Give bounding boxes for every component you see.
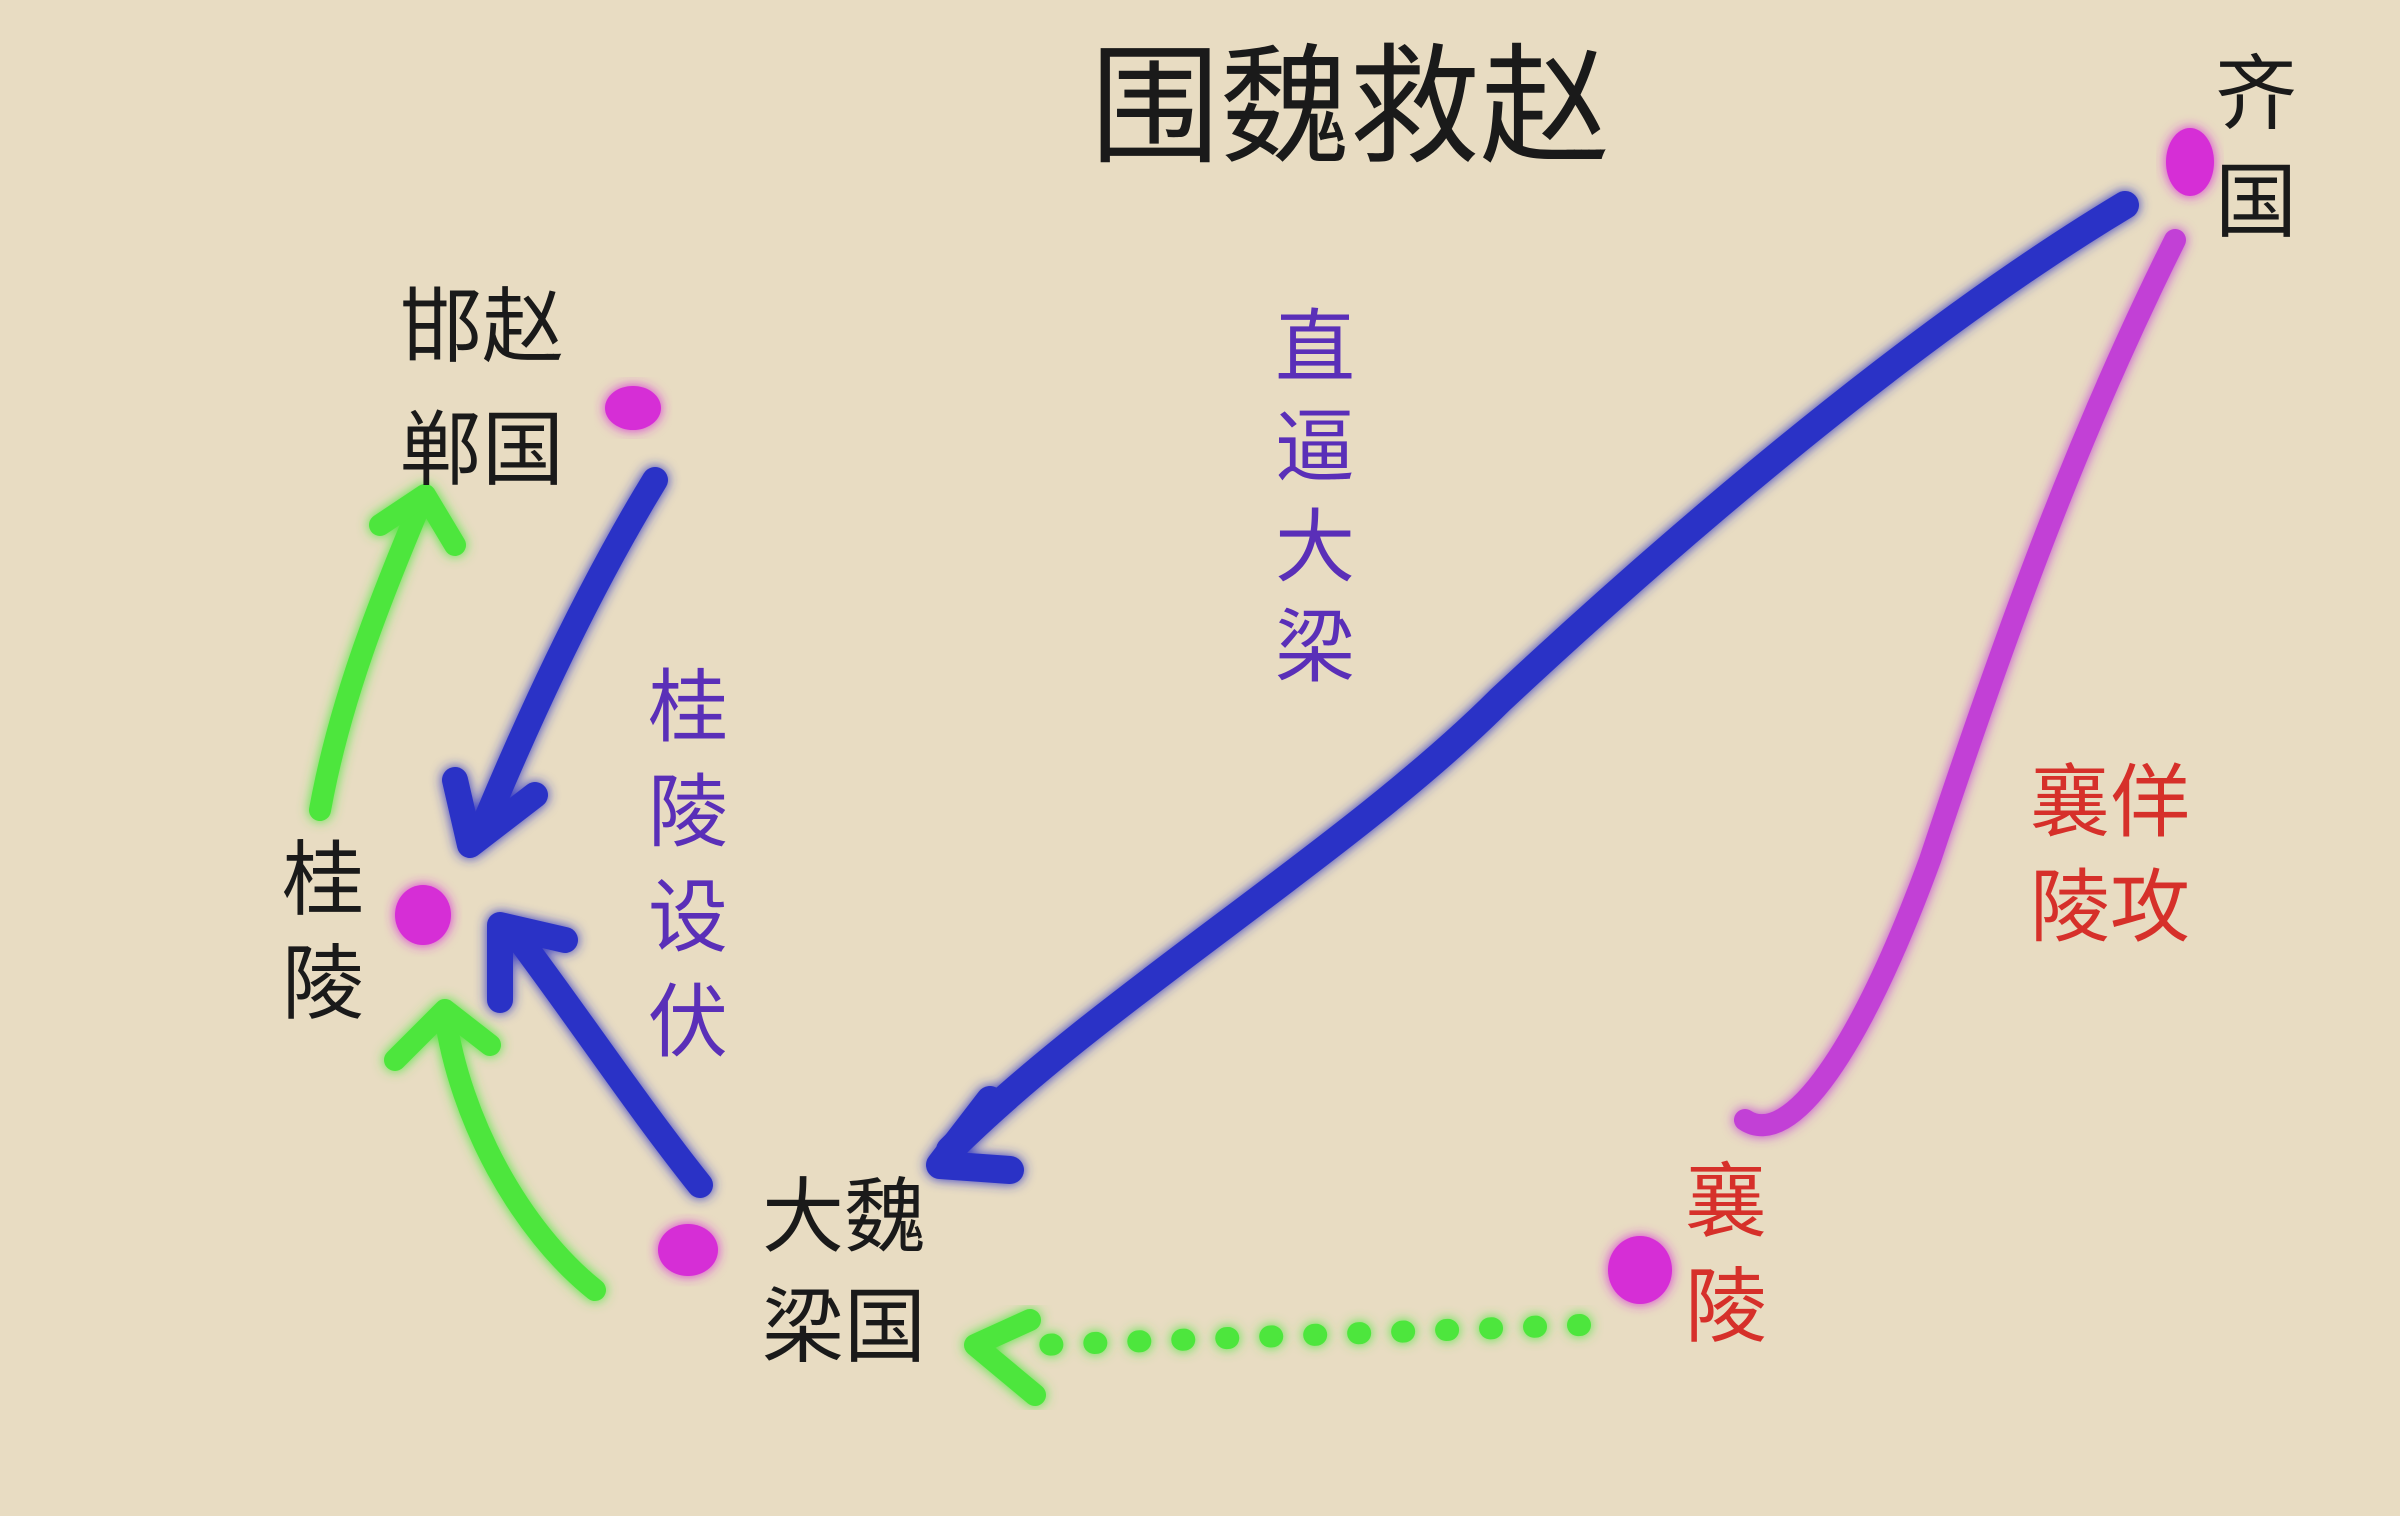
note-zhibi-daliang: 直 逼 大 梁 bbox=[1275, 301, 1355, 694]
handan-label-line2: 郸国 bbox=[400, 403, 564, 498]
guiling-label: 桂 陵 bbox=[282, 833, 364, 1032]
wei-return-arrow bbox=[442, 467, 668, 858]
qi-march-arrow bbox=[926, 191, 2139, 1184]
xiangling-dot bbox=[1608, 1236, 1672, 1304]
feint-attack-line bbox=[1734, 229, 2186, 1137]
daliang-label-line1: 大魏 bbox=[762, 1170, 926, 1265]
ambush-route-arrow bbox=[384, 999, 606, 1301]
qi-label-line1: 齐 bbox=[2215, 47, 2297, 142]
qi-label: 齐 国 bbox=[2215, 47, 2297, 250]
wei-pursuit-arrow bbox=[487, 912, 713, 1198]
qi-label-line2: 国 bbox=[2215, 155, 2297, 250]
handan-dot bbox=[605, 386, 661, 430]
xiangling-label: 襄 陵 bbox=[1685, 1155, 1767, 1355]
diagram-title: 围魏救赵 bbox=[1090, 31, 1610, 183]
guiling-label-line1: 桂 bbox=[282, 833, 364, 928]
handan-label: 邯赵 郸国 bbox=[400, 280, 564, 498]
guiling-dot bbox=[395, 885, 451, 945]
note-shefu-char-2: 陵 bbox=[648, 766, 728, 859]
note-yanggong-line2: 陵攻 bbox=[2030, 861, 2190, 954]
note-shefu-char-1: 桂 bbox=[648, 661, 728, 754]
note-xiangling-yanggong: 襄佯 陵攻 bbox=[2030, 756, 2190, 954]
note-zhibi-char-1: 直 bbox=[1275, 301, 1355, 394]
daliang-dot bbox=[658, 1224, 718, 1276]
daliang-label-line2: 梁国 bbox=[762, 1280, 926, 1375]
handan-label-line1: 邯赵 bbox=[400, 280, 564, 375]
qi-dot bbox=[2166, 128, 2214, 196]
dotted-withdraw-arrow bbox=[964, 1309, 1591, 1406]
note-zhibi-char-2: 逼 bbox=[1275, 401, 1355, 494]
note-yanggong-line1: 襄佯 bbox=[2030, 756, 2190, 849]
xiangling-label-line1: 襄 bbox=[1685, 1155, 1767, 1250]
zhao-advance-arrow bbox=[309, 484, 466, 821]
daliang-label: 大魏 梁国 bbox=[762, 1170, 926, 1375]
guiling-label-line2: 陵 bbox=[282, 937, 364, 1032]
note-zhibi-char-4: 梁 bbox=[1275, 601, 1355, 694]
note-guiling-shefu: 桂 陵 设 伏 bbox=[648, 661, 728, 1069]
note-shefu-char-4: 伏 bbox=[648, 976, 728, 1069]
note-zhibi-char-3: 大 bbox=[1275, 501, 1355, 594]
note-shefu-char-3: 设 bbox=[648, 871, 728, 964]
xiangling-label-line2: 陵 bbox=[1685, 1260, 1767, 1355]
